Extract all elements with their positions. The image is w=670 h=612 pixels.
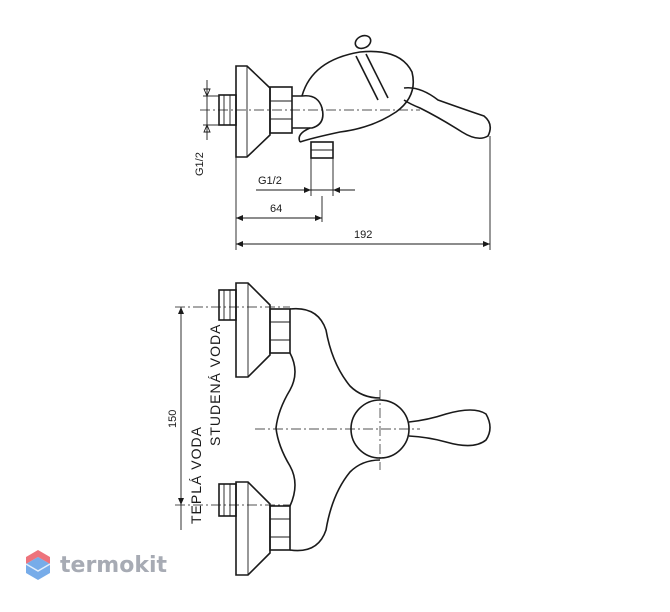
dim-64: 64 (270, 203, 282, 215)
front-body (275, 307, 381, 552)
lower-flange (235, 481, 271, 576)
upper-inlet-nut (218, 289, 237, 321)
side-view: G1/2 G1/2 64 192 (194, 34, 492, 250)
dim-192: 192 (354, 229, 372, 241)
body-neck (292, 94, 324, 129)
watermark-text: termokit (60, 552, 168, 578)
front-lever (408, 409, 491, 447)
lever-handle (403, 86, 492, 140)
dim-150: 150 (167, 410, 179, 428)
top-knob (354, 34, 372, 50)
mixer-body (299, 50, 415, 143)
watermark-logo: termokit (24, 548, 167, 582)
wall-flange (235, 65, 271, 158)
lower-union-nut (269, 505, 291, 551)
label-studena-voda: STUDENÁ VODA (207, 324, 223, 446)
front-view: 150 STUDENÁ VODA TEPLÁ VODA (167, 282, 491, 576)
upper-union-nut (269, 308, 291, 354)
termokit-logo-icon (25, 550, 51, 580)
label-tepla-voda: TEPLÁ VODA (188, 426, 204, 524)
dim-g12-vertical: G1/2 (194, 152, 206, 176)
dim-g12-horizontal: G1/2 (258, 175, 282, 187)
upper-flange (235, 282, 271, 378)
lower-inlet-nut (218, 483, 237, 517)
